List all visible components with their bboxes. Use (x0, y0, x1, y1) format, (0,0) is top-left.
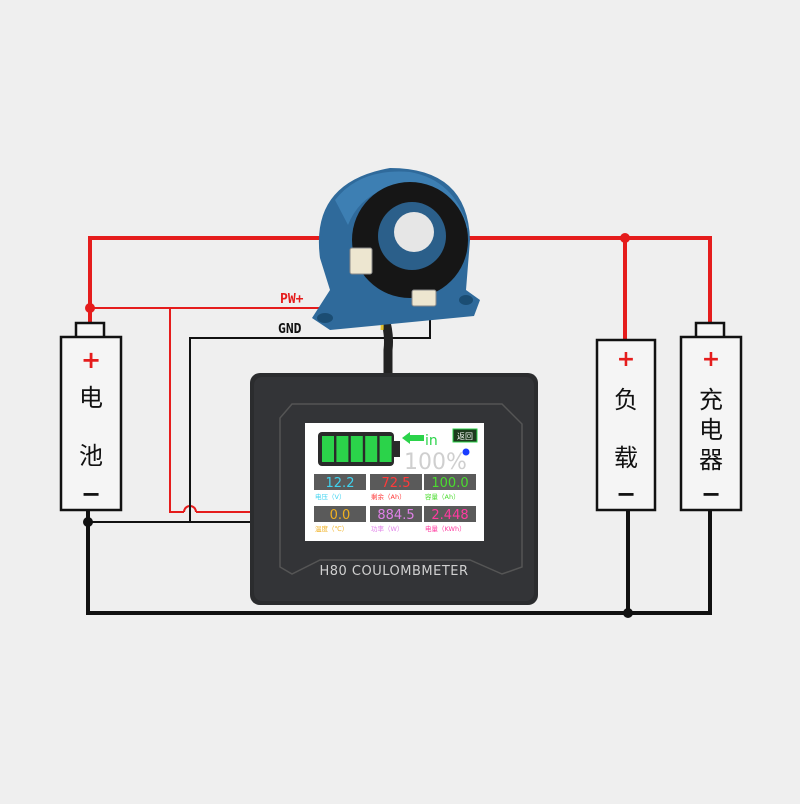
battery-component: + 电 池 − (59, 321, 123, 512)
reading-value: 100.0 (431, 476, 468, 491)
battery-cell (365, 436, 378, 462)
charger-minus-sign: − (701, 480, 721, 508)
back-button-label: 返回 (457, 432, 473, 441)
charger-label-char-2: 电 (699, 416, 723, 444)
battery-cell (379, 436, 392, 462)
load-label-char-2: 载 (614, 444, 638, 472)
gnd-label: GND (278, 322, 302, 337)
charger-label-char-3: 器 (699, 446, 723, 474)
status-dot (462, 448, 470, 456)
percent-display: 100% (404, 450, 467, 475)
reading-label: 温度（℃） (315, 524, 348, 533)
battery-plus-sign: + (81, 346, 101, 374)
load-minus-sign: − (616, 480, 636, 508)
reading-label: 功率（W） (371, 524, 403, 533)
reading-label: 剩余（Ah） (371, 492, 406, 501)
hall-current-sensor (312, 168, 480, 330)
charging-direction-icon (402, 432, 424, 444)
reading-value: 2.448 (431, 508, 468, 523)
meter-screen: in 返回 100% 12.2电压（V） 72.5剩余（Ah） 100.0容量（Ah… (305, 423, 484, 541)
charger-component: + 充 电 器 − (679, 321, 743, 512)
reading-box (424, 506, 476, 522)
meter-model-label: H80 COULOMBMETER (319, 564, 468, 579)
gnd-wire (189, 315, 431, 505)
pw-plus-label: PW+ (280, 292, 304, 307)
reading-value: 0.0 (330, 508, 351, 523)
negative-bus-wire (86, 508, 712, 615)
reading-label: 电量（KWh） (425, 524, 466, 533)
coulomb-meter: H80 COULOMBMETER in 返回 100% 1 (250, 373, 538, 605)
reading-value: 884.5 (377, 508, 414, 523)
battery-cell (336, 436, 349, 462)
back-button[interactable]: 返回 (452, 428, 478, 443)
reading-box (314, 474, 366, 490)
junction-dots (83, 233, 633, 618)
meter-power-wire (169, 308, 184, 513)
reading-box (370, 474, 422, 490)
battery-cell (350, 436, 363, 462)
load-plus-sign: + (617, 347, 635, 372)
battery-label-char-1: 电 (79, 384, 103, 412)
reading-label: 电压（V） (315, 492, 345, 501)
direction-text: in (425, 433, 438, 449)
load-component: + 负 载 − (595, 338, 657, 512)
reading-box (424, 474, 476, 490)
battery-minus-sign: − (81, 480, 101, 508)
readings-grid: 12.2电压（V） 72.5剩余（Ah） 100.0容量（Ah） 0.0温度（℃） 88… (314, 474, 476, 533)
charger-plus-sign: + (702, 347, 720, 372)
load-label-char-1: 负 (614, 386, 638, 414)
reading-label: 容量（Ah） (425, 492, 460, 501)
reading-box (370, 506, 422, 522)
battery-cell (322, 436, 334, 462)
charger-label-char-1: 充 (699, 386, 723, 414)
reading-value: 72.5 (382, 476, 411, 491)
reading-box (314, 506, 366, 522)
reading-value: 12.2 (326, 476, 355, 491)
meter-bezel (279, 403, 523, 575)
battery-level-gauge (318, 432, 400, 466)
battery-label-char-2: 池 (79, 442, 103, 470)
